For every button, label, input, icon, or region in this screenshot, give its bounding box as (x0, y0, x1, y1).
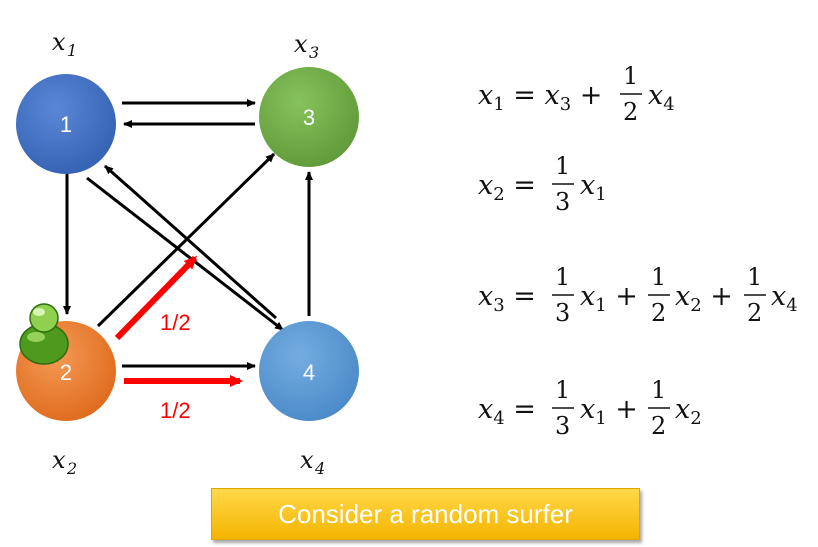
node-3: 3 (259, 67, 359, 167)
svg-text:x3 =: x3 = (478, 281, 536, 316)
svg-text:1: 1 (555, 263, 570, 291)
edge-4-to-1 (104, 164, 277, 320)
svg-text:1: 1 (651, 263, 666, 291)
svg-text:3: 3 (555, 299, 570, 327)
svg-text:x4: x4 (771, 281, 798, 316)
svg-text:1: 1 (555, 152, 570, 180)
svg-text:1: 1 (555, 376, 570, 404)
svg-text:x: x (52, 446, 66, 474)
svg-text:x4: x4 (648, 80, 675, 115)
edge-1-to-4 (86, 176, 284, 332)
equation-x3: x3 = 1 3 x1 + 1 2 x2 + 1 2 x4 (478, 263, 798, 327)
node-3-label: 3 (303, 105, 315, 130)
svg-text:x1: x1 (580, 170, 607, 205)
svg-text:2: 2 (747, 299, 762, 327)
equation-x2: x2 = 1 3 x1 (478, 152, 607, 216)
var-label-x2: x 2 (52, 446, 77, 478)
svg-text:x1 +: x1 + (580, 394, 638, 429)
node-2-label: 2 (60, 360, 72, 385)
var-label-x1: x 1 (52, 28, 77, 60)
svg-text:3: 3 (555, 188, 570, 216)
svg-text:4: 4 (314, 459, 325, 478)
svg-text:2: 2 (66, 459, 77, 478)
equation-x1: x1 = x3 + 1 2 x4 (478, 62, 675, 126)
svg-text:x2: x2 (675, 394, 702, 429)
svg-text:2: 2 (623, 98, 638, 126)
weight-2-to-3: 1/2 (160, 310, 191, 335)
svg-text:x: x (294, 30, 308, 58)
node-4-label: 4 (303, 360, 315, 385)
node-1: 1 (16, 74, 116, 174)
svg-text:3: 3 (555, 412, 570, 440)
edge-2-to-3 (96, 152, 276, 328)
random-surfer-label: Consider a random surfer (278, 498, 573, 529)
weight-2-to-4: 1/2 (160, 398, 191, 423)
var-label-x4: x 4 (300, 446, 325, 478)
svg-text:x: x (52, 28, 66, 56)
svg-text:x4 =: x4 = (478, 394, 536, 429)
svg-text:x1 +: x1 + (580, 281, 638, 316)
svg-text:2: 2 (651, 299, 666, 327)
svg-text:x: x (300, 446, 314, 474)
svg-text:x1 = x3 +: x1 = x3 + (478, 80, 602, 115)
highlight-arrow-2-to-3 (114, 255, 198, 341)
svg-text:x2 +: x2 + (675, 281, 733, 316)
svg-text:1: 1 (623, 62, 638, 90)
svg-text:1: 1 (67, 41, 77, 60)
svg-text:3: 3 (309, 43, 319, 62)
equation-x4: x4 = 1 3 x1 + 1 2 x2 (478, 376, 702, 440)
svg-text:1: 1 (651, 376, 666, 404)
svg-text:2: 2 (651, 412, 666, 440)
node-1-label: 1 (60, 112, 72, 137)
random-surfer-button[interactable]: Consider a random surfer (211, 488, 640, 540)
svg-text:1: 1 (747, 263, 762, 291)
svg-text:x2 =: x2 = (478, 170, 536, 205)
var-label-x3: x 3 (294, 30, 319, 62)
node-4: 4 (259, 321, 359, 421)
person-icon (19, 303, 69, 365)
